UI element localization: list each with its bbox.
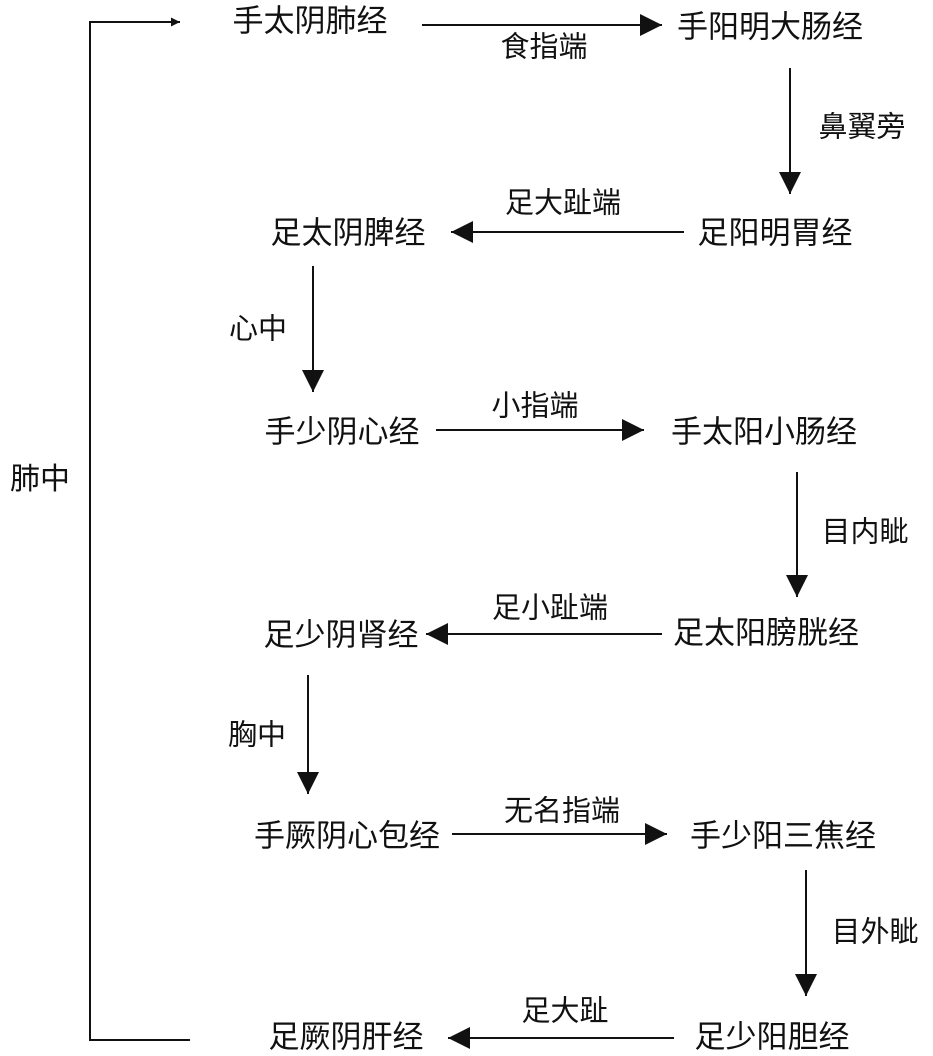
node-large-intestine-meridian: 手阳明大肠经 [677, 9, 863, 46]
node-heart-meridian: 手少阴心经 [264, 414, 420, 451]
node-kidney-meridian: 足少阴肾经 [263, 617, 419, 654]
node-stomach-meridian: 足阳明胃经 [697, 215, 853, 252]
edge-label-stomach-to-spleen: 足大趾端 [504, 185, 622, 220]
edge-label-pericardium-to-triple-burner: 无名指端 [503, 793, 621, 828]
edge-label-lung-to-large-intestine: 食指端 [500, 29, 588, 64]
edge-label-small-intestine-to-bladder: 目内眦 [821, 514, 909, 549]
edge-label-kidney-to-pericardium: 胸中 [227, 717, 287, 752]
node-bladder-meridian: 足太阳膀胱经 [673, 615, 859, 652]
node-triple-burner-meridian: 手少阳三焦经 [690, 818, 876, 855]
edge-label-bladder-to-kidney: 足小趾端 [491, 590, 609, 625]
edge-label-triple-burner-to-gallbladder: 目外眦 [831, 914, 919, 949]
edge-label-gallbladder-to-liver: 足大趾 [521, 993, 609, 1028]
edge-label-heart-to-small-intestine: 小指端 [491, 388, 579, 423]
node-lung-meridian: 手太阴肺经 [232, 3, 388, 40]
edge-label-large-intestine-to-stomach: 鼻翼旁 [818, 109, 906, 144]
node-pericardium-meridian: 手厥阴心包经 [254, 818, 440, 855]
node-liver-meridian: 足厥阴肝经 [268, 1019, 424, 1056]
node-small-intestine-meridian: 手太阳小肠经 [671, 414, 857, 451]
arrow-liver-to-lung [89, 17, 190, 1041]
edge-label-liver-to-lung: 肺中 [10, 462, 70, 497]
node-spleen-meridian: 足太阴脾经 [270, 215, 426, 252]
edge-label-spleen-to-heart: 心中 [228, 311, 288, 346]
node-gallbladder-meridian: 足少阳胆经 [694, 1019, 850, 1056]
